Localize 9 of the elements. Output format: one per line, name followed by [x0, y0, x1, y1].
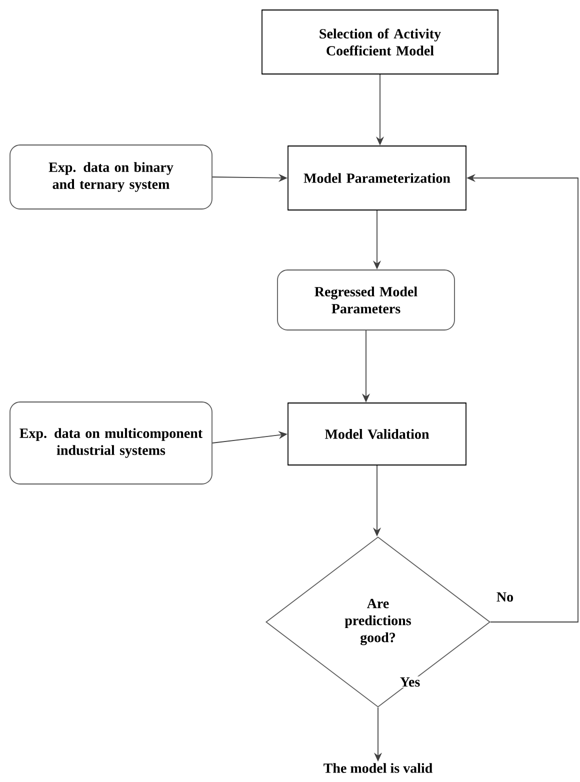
input-box: Exp. data on multicomponent industrial systems: [10, 402, 212, 484]
edge-label: Yes: [398, 676, 422, 688]
process-box: Model Parameterization: [288, 146, 466, 210]
process-box: Model Validation: [288, 402, 466, 466]
edge-label: No: [495, 591, 515, 603]
result-box: Regressed Model Parameters: [277, 270, 455, 330]
input-box: Exp. data on binary and ternary system: [10, 144, 212, 210]
process-box: Selection of Activity Coefficient Model: [262, 10, 498, 74]
result-text: The model is valid: [324, 763, 432, 773]
